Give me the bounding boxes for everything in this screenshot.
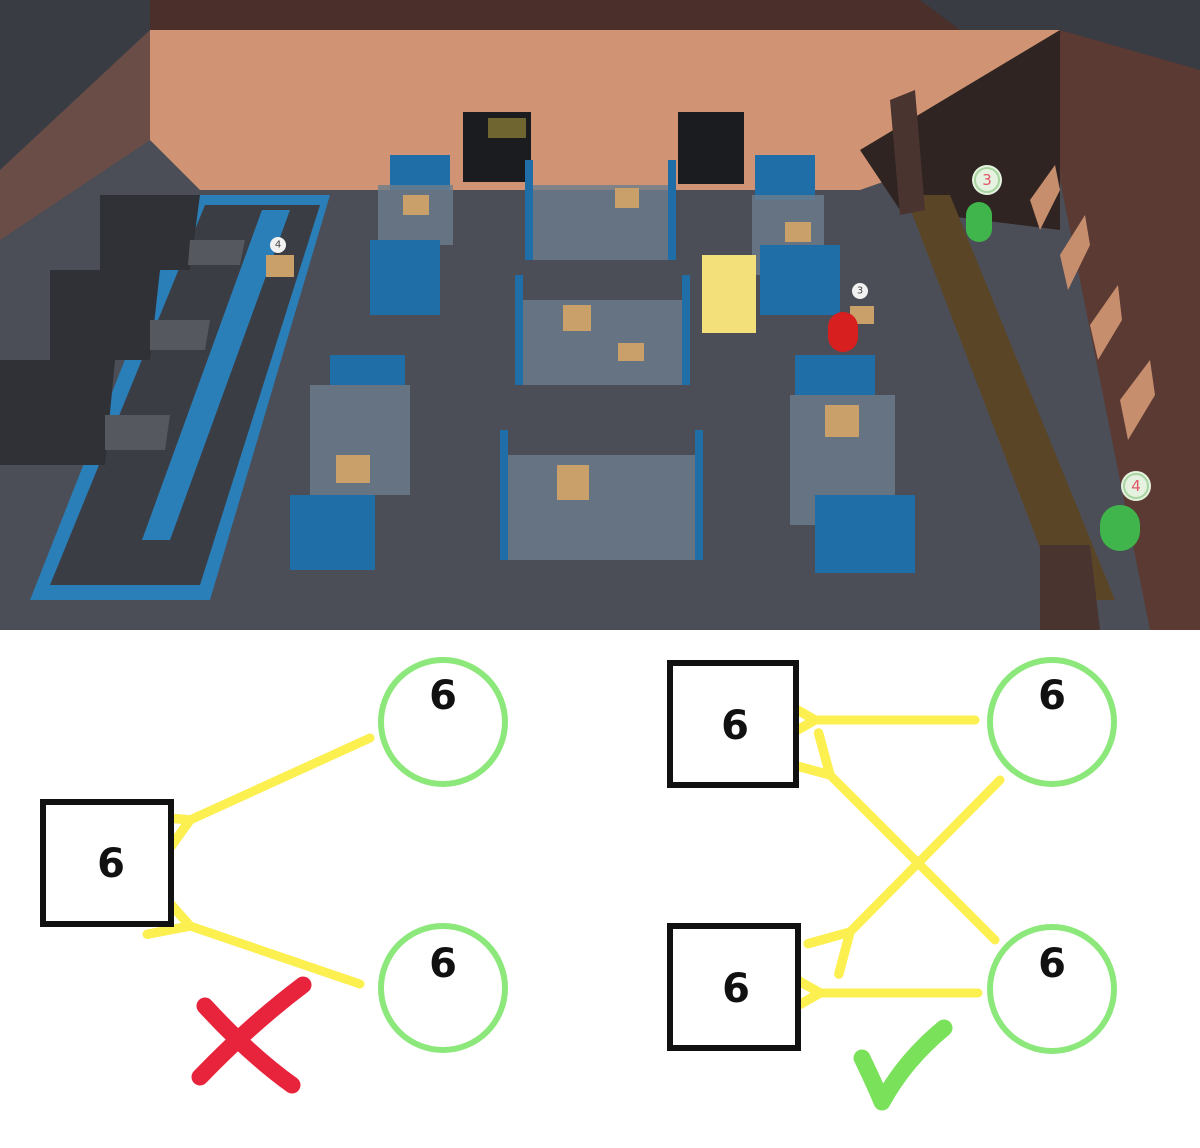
agent-green-4: 4	[1100, 471, 1151, 551]
arrow-circle2-to-square	[142, 888, 365, 989]
pickup-counter	[905, 195, 1115, 600]
agent-marker-3-label: 3	[982, 171, 992, 189]
package-tag-2-label: 3	[857, 286, 863, 297]
target-square-1-label: 6	[721, 703, 749, 749]
outer-roof-edge	[150, 0, 960, 30]
left-wall	[0, 30, 150, 240]
yellow-station-block	[702, 255, 756, 333]
shelf-unit-2	[525, 160, 676, 260]
check-mark-icon	[853, 1019, 953, 1111]
package-tag-2: 3	[852, 283, 868, 299]
source-circle-1-label: 6	[429, 673, 457, 719]
wall-fins	[1030, 165, 1155, 440]
shelf-unit-6	[500, 430, 703, 560]
doorway-right	[678, 112, 744, 184]
left-panel-invalid: 6 6 6	[40, 657, 508, 1094]
target-square-1	[667, 660, 799, 788]
target-square-label: 6	[97, 841, 125, 887]
assignment-diagram: 6 6 6 6 6 6 6	[40, 657, 1117, 1111]
package-tag-1: 4	[270, 237, 286, 253]
source-circle-1-label: 6	[1038, 673, 1066, 719]
arrow-circle1-to-square2	[803, 775, 1005, 979]
counter-pillar-1	[890, 90, 925, 215]
conveyor-system	[0, 195, 330, 600]
arrow-circle1-to-square	[141, 733, 375, 861]
right-wall	[1060, 30, 1200, 630]
agent-red	[828, 312, 858, 352]
package-tag-1-label: 4	[275, 240, 281, 251]
cross-mark-icon	[191, 976, 312, 1094]
cardboard-boxes	[266, 188, 874, 500]
target-square-2-label: 6	[722, 966, 750, 1012]
source-circle-1	[987, 657, 1117, 787]
source-circle-2	[987, 924, 1117, 1054]
warehouse-scene: 4 3 3 4	[0, 0, 1200, 630]
arrow-circle2-to-square1	[783, 728, 1000, 945]
target-square	[40, 799, 174, 927]
doorway-light	[488, 118, 526, 138]
shelf-unit-7	[790, 355, 915, 573]
counter-pillar-2	[1040, 545, 1100, 630]
source-circle-1	[378, 657, 508, 787]
target-square-2	[667, 923, 801, 1051]
source-circle-2	[378, 923, 508, 1053]
agent-marker-4-label: 4	[1131, 477, 1141, 495]
back-wall	[150, 30, 1060, 190]
agent-green-3: 3	[966, 165, 1002, 242]
shelf-unit-3	[752, 155, 840, 315]
shelf-unit-4	[515, 275, 690, 385]
source-circle-2-label: 6	[429, 941, 457, 987]
source-circle-2-label: 6	[1038, 941, 1066, 987]
right-panel-valid: 6 6 6 6	[667, 657, 1117, 1111]
